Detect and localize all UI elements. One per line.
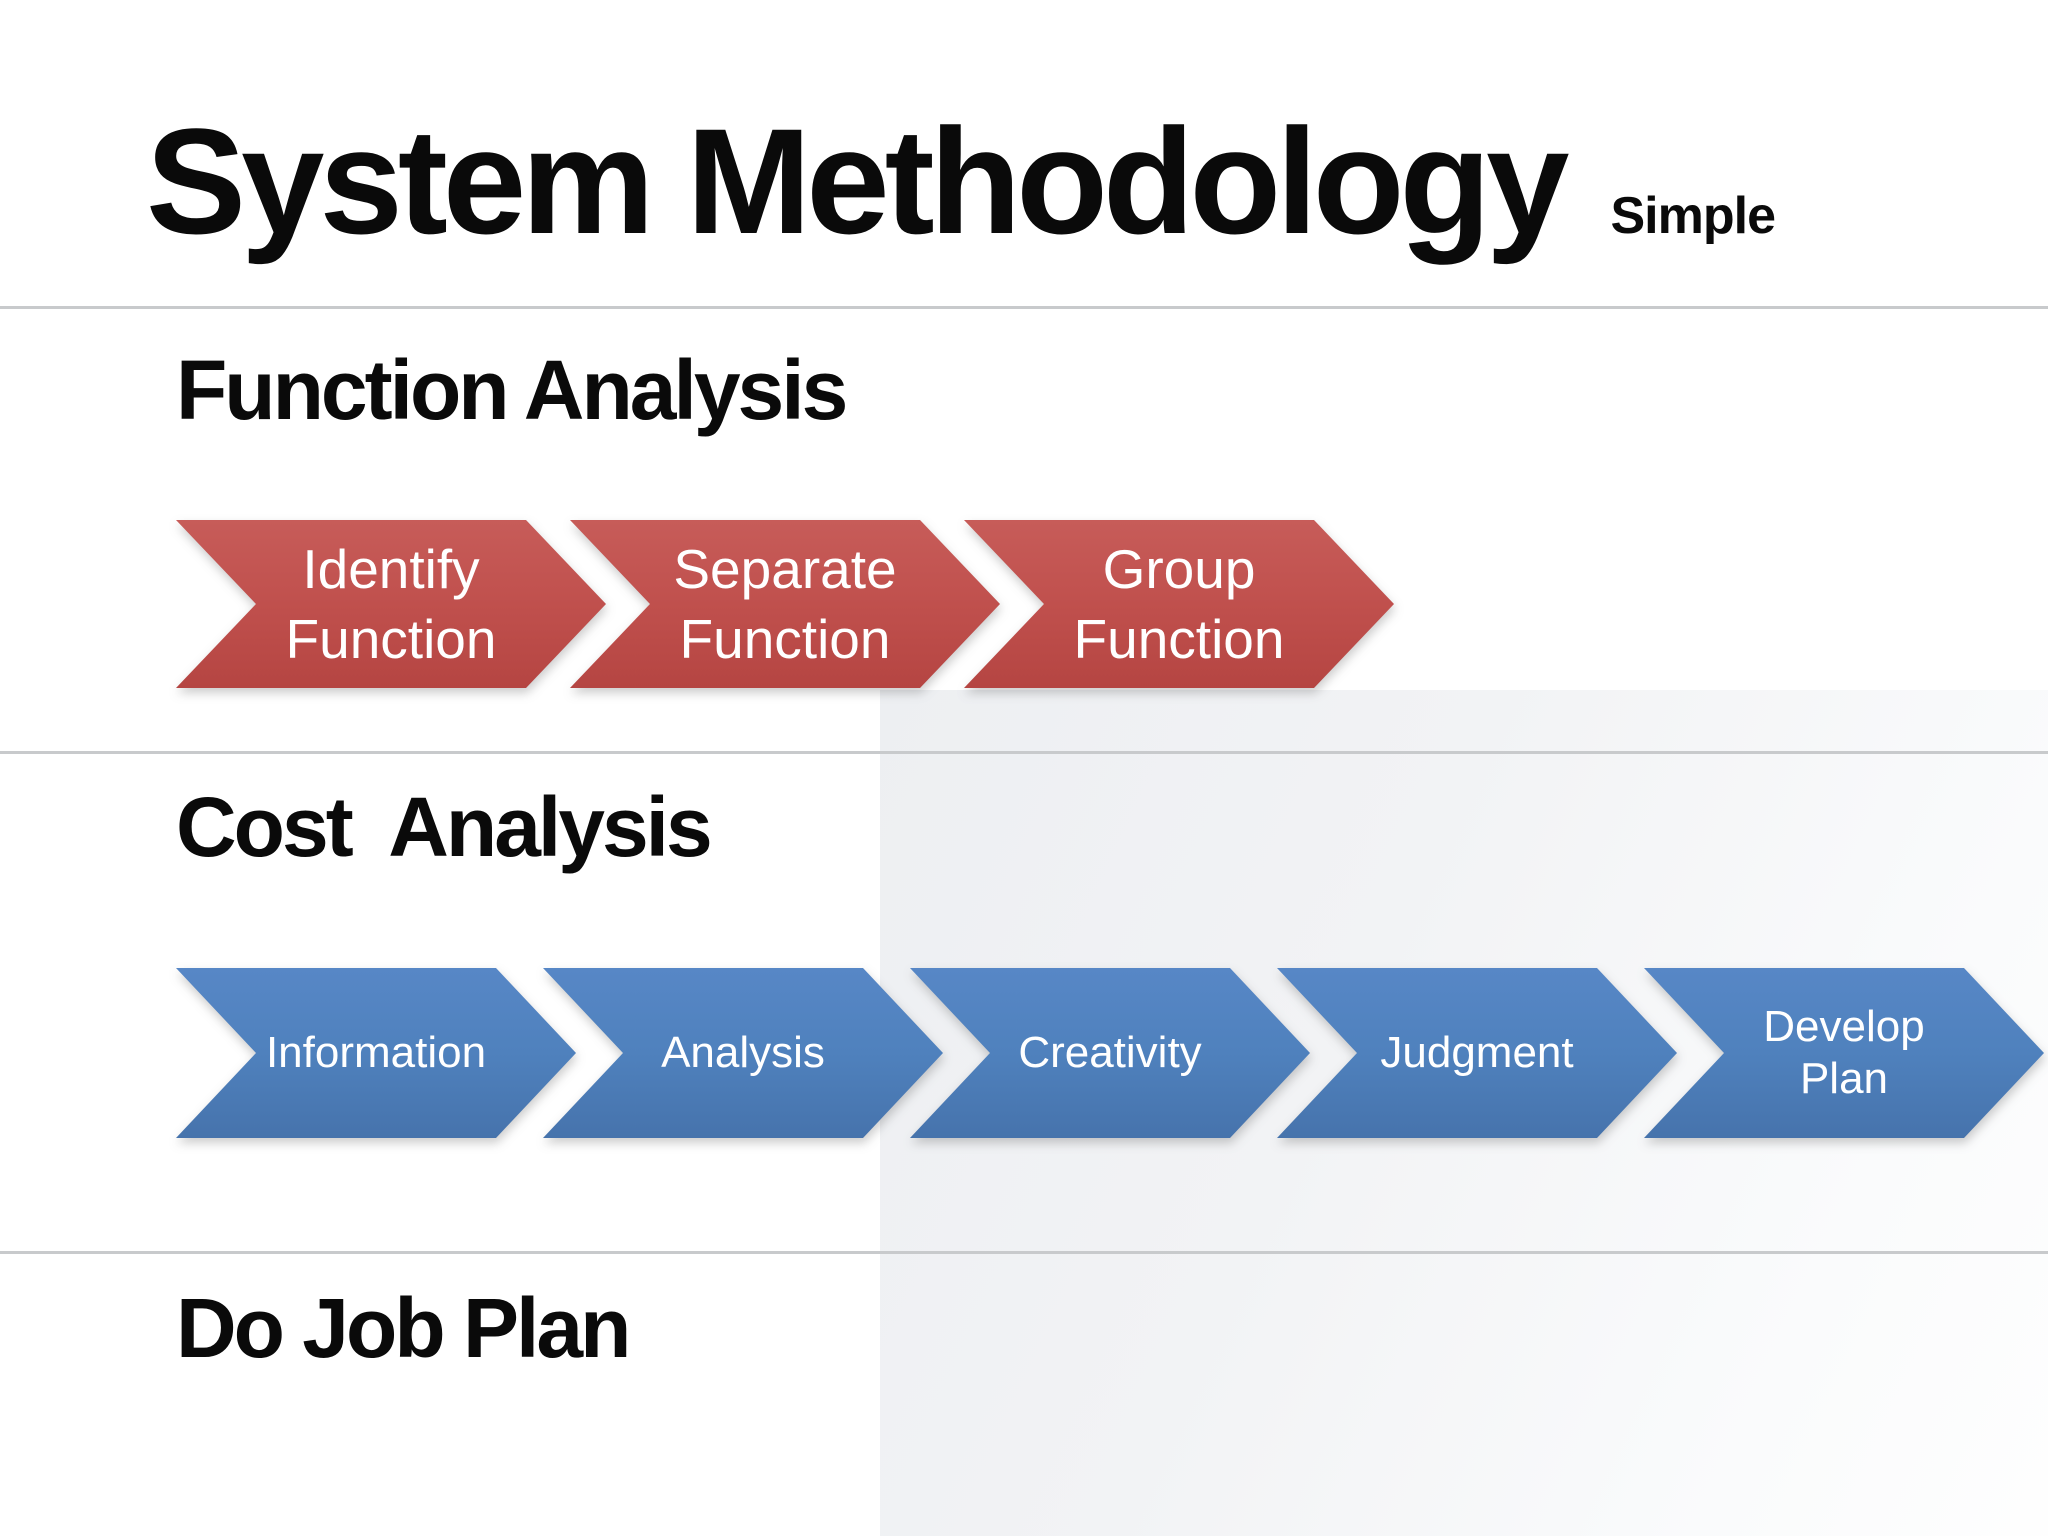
chevron-label-line: Develop	[1763, 1002, 1925, 1051]
chevron-shape: Identify Function	[176, 520, 606, 688]
title-row: System Methodology Simple	[146, 95, 1776, 268]
chevron-shape: Analysis	[543, 968, 943, 1138]
chevron-label-line: Group	[1102, 538, 1256, 600]
cost-analysis-arrow-row: Information Analysis Creativity Judgment…	[176, 968, 2048, 1138]
chevron-judgment: Judgment	[1277, 968, 1677, 1138]
chevron-label-line: Separate	[673, 538, 897, 600]
chevron-information: Information	[176, 968, 576, 1138]
chevron-label-line: Plan	[1799, 1054, 1889, 1103]
section-heading-function-analysis: Function Analysis	[176, 343, 848, 437]
section-divider	[0, 751, 2048, 754]
chevron-shape: Group Function	[964, 520, 1394, 688]
chevron-shape: Information	[176, 968, 576, 1138]
chevron-group-function: Group Function	[964, 520, 1394, 688]
chevron-label-line: Function	[679, 608, 891, 670]
chevron-shape: Creativity	[910, 968, 1310, 1138]
chevron-label-line: Identify	[302, 538, 480, 600]
chevron-creativity: Creativity	[910, 968, 1310, 1138]
chevron-develop-plan: Develop Plan	[1644, 968, 2044, 1138]
chevron-separate-function: Separate Function	[570, 520, 1000, 688]
section-heading-do-job-plan: Do Job Plan	[176, 1281, 631, 1375]
chevron-label-line: Analysis	[661, 1028, 825, 1077]
slide-subtitle: Simple	[1610, 187, 1776, 245]
chevron-shape: Separate Function	[570, 520, 1000, 688]
section-divider	[0, 306, 2048, 309]
chevron-label-line: Function	[285, 608, 497, 670]
chevron-shape: Judgment	[1277, 968, 1677, 1138]
function-analysis-arrow-row: Identify Function Separate Function Grou…	[176, 520, 1406, 688]
chevron-identify-function: Identify Function	[176, 520, 606, 688]
chevron-label-line: Information	[265, 1028, 487, 1077]
section-divider	[0, 1251, 2048, 1254]
chevron-analysis: Analysis	[543, 968, 943, 1138]
chevron-shape: Develop Plan	[1644, 968, 2044, 1138]
chevron-label-line: Creativity	[1018, 1028, 1202, 1077]
chevron-label-line: Judgment	[1380, 1028, 1574, 1077]
section-heading-cost-analysis: Cost Analysis	[176, 780, 713, 874]
slide-title: System Methodology	[146, 97, 1569, 265]
chevron-label-line: Function	[1073, 608, 1285, 670]
